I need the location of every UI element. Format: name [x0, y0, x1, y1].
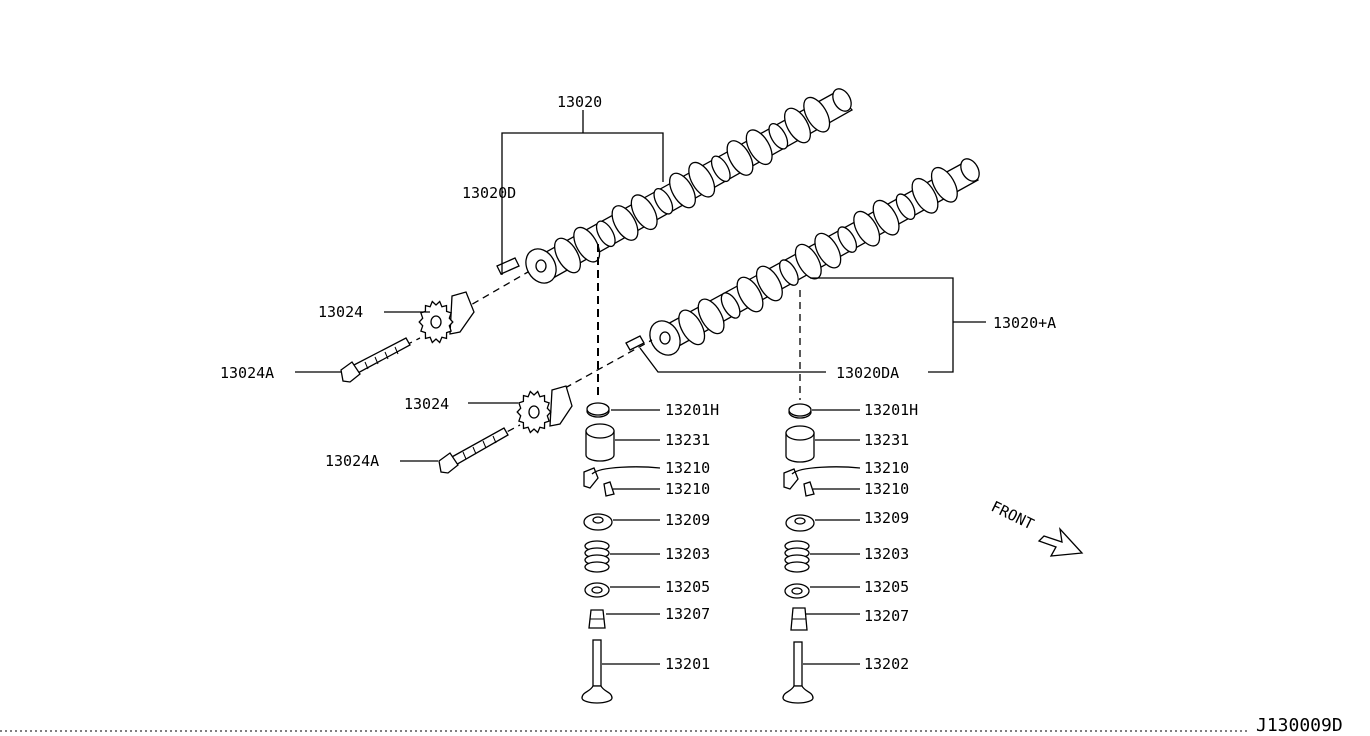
- label-camshaft-exhaust-dowel: 13020D: [462, 184, 516, 202]
- label-right-seat: 13205: [864, 578, 909, 596]
- front-label: FRONT: [988, 497, 1036, 533]
- upper-sprocket[interactable]: [418, 291, 475, 344]
- left-shim[interactable]: [586, 402, 610, 418]
- label-left-collet-b: 13210: [665, 480, 710, 498]
- label-left-seal: 13207: [665, 605, 710, 623]
- right-valve-train: [782, 403, 815, 704]
- label-left-seat: 13205: [665, 578, 710, 596]
- left-spring[interactable]: [584, 540, 610, 573]
- label-camshaft-exhaust: 13020: [557, 93, 602, 111]
- diagram-code: J130009D: [1256, 715, 1343, 736]
- label-left-valve: 13201: [665, 655, 710, 673]
- left-valve[interactable]: [581, 639, 613, 704]
- intake-camshaft[interactable]: [644, 156, 983, 361]
- label-left-retainer: 13209: [665, 511, 710, 529]
- left-seat[interactable]: [584, 582, 610, 598]
- label-sprocket-lower: 13024: [404, 395, 449, 413]
- label-camshaft-intake: 13020+A: [993, 314, 1056, 332]
- label-left-spring: 13203: [665, 545, 710, 563]
- label-right-valve: 13202: [864, 655, 909, 673]
- intake-camshaft-dowel[interactable]: [625, 335, 645, 351]
- right-lifter[interactable]: [785, 425, 815, 463]
- label-right-retainer: 13209: [864, 509, 909, 527]
- left-seal[interactable]: [588, 609, 606, 629]
- upper-sprocket-bolt[interactable]: [340, 337, 411, 383]
- exhaust-camshaft-dowel[interactable]: [496, 257, 520, 275]
- right-collet-a[interactable]: [783, 468, 799, 490]
- label-sprocket-bolt-lower: 13024A: [325, 452, 379, 470]
- front-arrow-icon: [1037, 526, 1084, 557]
- right-collet-b[interactable]: [803, 481, 815, 497]
- left-lifter[interactable]: [585, 423, 615, 462]
- right-spring[interactable]: [784, 540, 810, 573]
- label-sprocket-bolt-upper: 13024A: [220, 364, 274, 382]
- left-collet-a[interactable]: [583, 467, 599, 489]
- label-camshaft-intake-dowel: 13020DA: [836, 364, 899, 382]
- left-valve-train: [581, 402, 615, 704]
- label-right-lifter: 13231: [864, 431, 909, 449]
- label-right-seal: 13207: [864, 607, 909, 625]
- label-left-shim: 13201H: [665, 401, 719, 419]
- lower-sprocket-bolt[interactable]: [438, 427, 509, 474]
- label-right-spring: 13203: [864, 545, 909, 563]
- label-left-collet-a: 13210: [665, 459, 710, 477]
- lower-sprocket[interactable]: [516, 385, 573, 434]
- label-right-collet-a: 13210: [864, 459, 909, 477]
- label-right-collet-b: 13210: [864, 480, 909, 498]
- right-seat[interactable]: [784, 583, 810, 599]
- label-left-lifter: 13231: [665, 431, 710, 449]
- right-valve[interactable]: [782, 641, 814, 704]
- right-shim[interactable]: [788, 403, 812, 419]
- label-sprocket-upper: 13024: [318, 303, 363, 321]
- left-collet-b[interactable]: [603, 481, 615, 497]
- right-retainer[interactable]: [785, 514, 815, 532]
- exhaust-camshaft[interactable]: [520, 86, 855, 289]
- left-retainer[interactable]: [583, 513, 613, 531]
- right-seal[interactable]: [790, 607, 808, 631]
- label-right-shim: 13201H: [864, 401, 918, 419]
